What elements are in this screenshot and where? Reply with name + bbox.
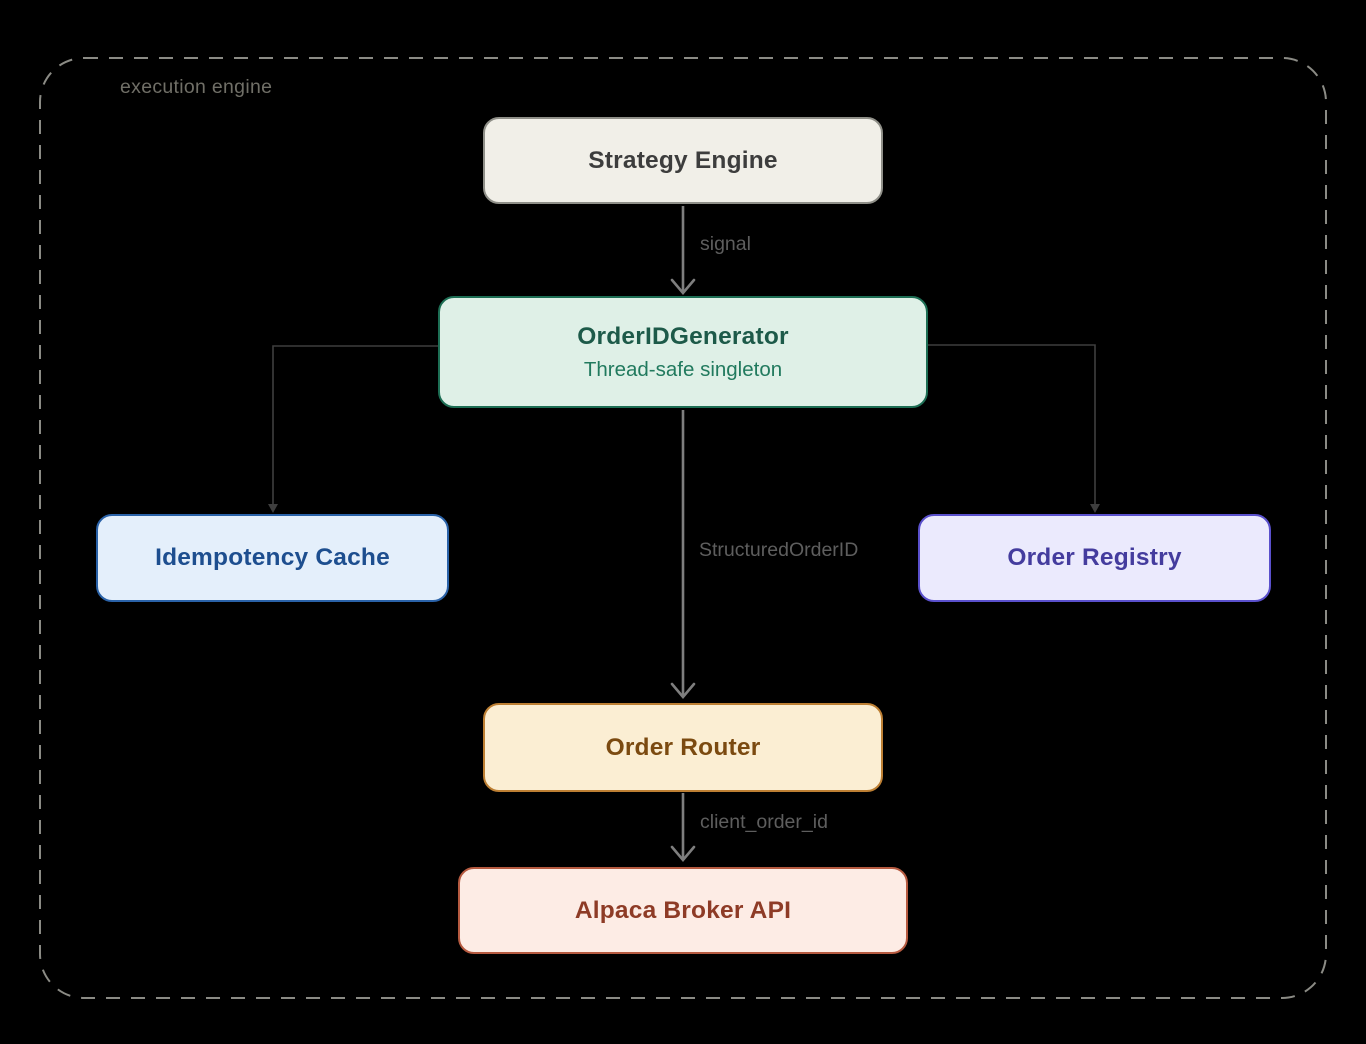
edge-structured-orderid-arrowhead <box>670 682 696 700</box>
edge-client-order-id-arrowhead <box>670 845 696 863</box>
node-order-registry: Order Registry <box>918 514 1271 602</box>
execution-engine-label: execution engine <box>120 76 273 98</box>
execution-engine-frame <box>39 57 1327 999</box>
node-strategy-engine-title: Strategy Engine <box>588 146 778 174</box>
edge-label-client-order-id: client_order_id <box>700 811 828 833</box>
node-order-id-generator: OrderIDGenerator Thread-safe singleton <box>438 296 928 408</box>
edge-to-idempotency-cache-arrowhead <box>268 504 278 513</box>
edge-to-order-registry-arrowhead <box>1090 504 1100 513</box>
edge-signal-arrowhead <box>670 278 696 296</box>
edge-label-structured-orderid: StructuredOrderID <box>699 539 859 561</box>
edge-label-signal: signal <box>700 233 751 255</box>
node-order-router: Order Router <box>483 703 883 792</box>
edge-to-idempotency-cache-line <box>272 345 438 506</box>
node-strategy-engine: Strategy Engine <box>483 117 883 204</box>
node-alpaca-broker-api-title: Alpaca Broker API <box>574 896 792 924</box>
node-idempotency-cache: Idempotency Cache <box>96 514 449 602</box>
node-idempotency-cache-title: Idempotency Cache <box>155 544 390 571</box>
node-order-id-generator-title: OrderIDGenerator <box>577 322 789 350</box>
node-order-registry-title: Order Registry <box>1007 544 1182 571</box>
node-order-id-generator-subtitle: Thread-safe singleton <box>583 357 783 381</box>
node-alpaca-broker-api: Alpaca Broker API <box>458 867 908 954</box>
node-order-router-title: Order Router <box>605 733 761 761</box>
edge-to-order-registry-line <box>928 344 1096 506</box>
